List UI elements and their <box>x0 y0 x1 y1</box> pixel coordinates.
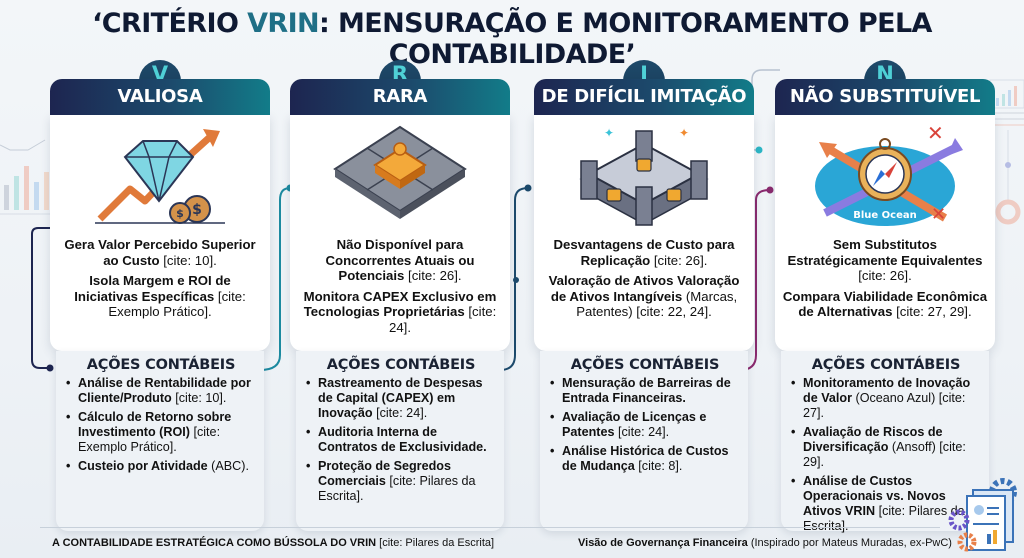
card-description: Gera Valor Percebido Superior ao Custo [… <box>64 237 256 319</box>
action-item: Análise Histórica de Custos de Mudança [… <box>550 444 740 474</box>
footer-divider <box>40 527 940 528</box>
card-description: Não Disponível para Concorrentes Atuais … <box>303 237 497 335</box>
blue-ocean-label: Blue Ocean <box>853 210 917 221</box>
diamond-growth-icon: $ $ <box>56 115 264 233</box>
locked-castle-icon: ✦ ✦ <box>540 115 748 233</box>
card-body: Não Disponível para Concorrentes Atuais … <box>290 115 510 351</box>
action-item: Análise de Rentabilidade por Cliente/Pro… <box>66 376 256 406</box>
card-title: NÃO SUBSTITUÍVEL <box>775 79 995 115</box>
page-title: ‘CRITÉRIO VRIN: MENSURAÇÃO E MONITORAMEN… <box>92 8 932 70</box>
accounting-actions-panel: AÇÕES CONTÁBEIS Monitoramento de Inovaçã… <box>781 351 989 534</box>
svg-text:✦: ✦ <box>604 126 614 140</box>
accounting-actions-panel: AÇÕES CONTÁBEIS Rastreamento de Despesas… <box>296 351 504 531</box>
card-title: DE DIFÍCIL IMITAÇÃO <box>534 79 754 115</box>
card-body: $ $ Gera Valor Percebido Superior ao Cus… <box>50 115 270 351</box>
card-title: VALIOSA <box>50 79 270 115</box>
report-gears-icon <box>948 478 1017 552</box>
action-item: Rastreamento de Despesas de Capital (CAP… <box>306 376 496 421</box>
svg-text:✦: ✦ <box>679 126 689 140</box>
accounting-actions-panel: AÇÕES CONTÁBEIS Análise de Rentabilidade… <box>56 351 264 531</box>
actions-heading: AÇÕES CONTÁBEIS <box>86 357 236 373</box>
card-description: Desvantagens de Custo para Replicação [c… <box>548 237 740 319</box>
action-item: Mensuração de Barreiras de Entrada Finan… <box>550 376 740 406</box>
svg-text:$: $ <box>192 202 202 218</box>
card-body: ✕ ✕ Blue Ocean Sem Substitutos Estratégi… <box>775 115 995 351</box>
accounting-actions-panel: AÇÕES CONTÁBEIS Mensuração de Barreiras … <box>540 351 748 531</box>
action-item: Análise de Custos Operacionais vs. Novos… <box>791 474 981 534</box>
title-accent: VRIN <box>247 8 320 39</box>
puzzle-piece-icon <box>296 115 504 233</box>
background-bar-chart-icon <box>0 139 50 215</box>
action-item: Custeio por Atividade (ABC). <box>66 459 256 474</box>
actions-heading: AÇÕES CONTÁBEIS <box>570 357 720 373</box>
compass-blue-ocean-icon: ✕ ✕ Blue Ocean <box>781 115 989 233</box>
footer-left-caption: A CONTABILIDADE ESTRATÉGICA COMO BÚSSOLA… <box>52 537 495 549</box>
svg-text:✕: ✕ <box>927 121 944 145</box>
action-item: Cálculo de Retorno sobre Investimento (R… <box>66 410 256 455</box>
action-item: Proteção de Segredos Comerciais [cite: P… <box>306 459 496 504</box>
svg-text:✕: ✕ <box>931 204 946 225</box>
action-item: Avaliação de Riscos de Diversificação (A… <box>791 425 981 470</box>
svg-text:$: $ <box>176 207 184 220</box>
actions-heading: AÇÕES CONTÁBEIS <box>326 357 476 373</box>
action-item: Auditoria Interna de Contratos de Exclus… <box>306 425 496 455</box>
background-dashboard-icon <box>989 79 1024 225</box>
card-description: Sem Substitutos Estratégicamente Equival… <box>782 237 988 319</box>
actions-heading: AÇÕES CONTÁBEIS <box>811 357 961 373</box>
card-body: ✦ ✦ Desvantagens de Custo para Replicaçã… <box>534 115 754 351</box>
card-title: RARA <box>290 79 510 115</box>
action-item: Monitoramento de Inovação de Valor (Ocea… <box>791 376 981 421</box>
action-item: Avaliação de Licenças e Patentes [cite: … <box>550 410 740 440</box>
footer-right-caption: Visão de Governança Financeira (Inspirad… <box>578 537 952 549</box>
